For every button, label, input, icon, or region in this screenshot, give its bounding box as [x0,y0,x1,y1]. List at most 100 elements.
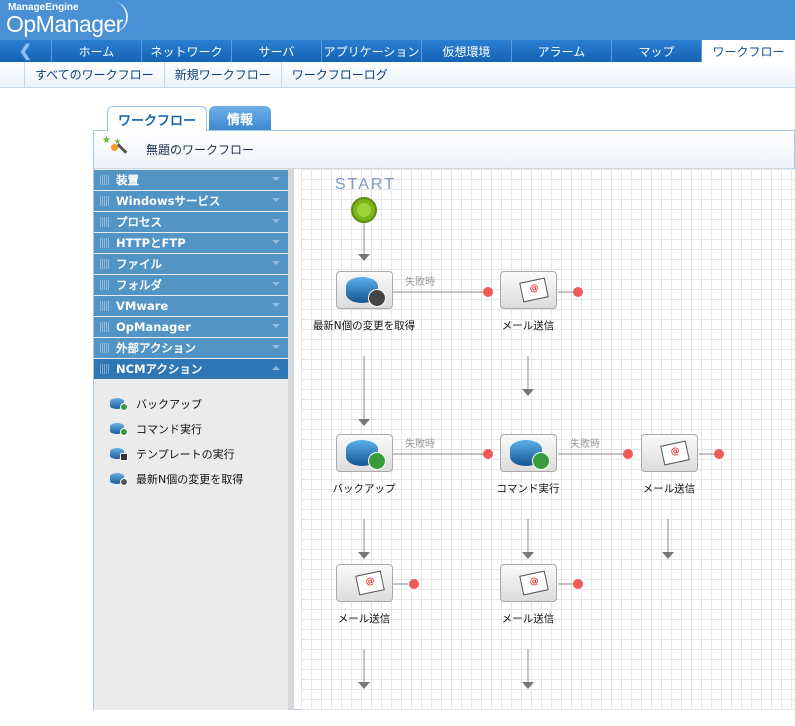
nav-alarms[interactable]: アラーム [512,40,612,62]
grip-icon [100,196,110,206]
sub-nav: すべてのワークフロー 新規ワークフロー ワークフローログ [0,62,795,88]
category-process[interactable]: プロセス [94,212,288,232]
grip-icon [100,259,110,269]
chevron-up-icon [272,366,280,370]
play-icon [532,452,550,470]
node-run-command[interactable] [500,434,557,472]
category-ncm-actions[interactable]: NCMアクション [94,359,288,379]
grip-icon [100,343,110,353]
workflow-title[interactable]: 無題のワークフロー [146,143,255,157]
category-label: OpManager [116,320,191,334]
node-label: メール送信 [337,613,391,625]
node-label: メール送信 [501,320,555,332]
action-label: バックアップ [136,397,202,411]
category-label: 装置 [116,173,139,187]
brand-small: ManageEngine [8,2,79,13]
chevron-down-icon [272,198,280,202]
node-send-mail[interactable] [500,271,557,309]
action-sidebar: 装置 Windowsサービス プロセス HTTPとFTP ファイル フォルダ V… [94,169,294,710]
grip-icon [100,175,110,185]
mail-icon [519,570,549,596]
logo-arc-icon [100,2,128,32]
workflow-canvas[interactable]: START 失敗時 失敗時 失敗時 最新N個の変更を取得 メール送信 バックアッ… [301,169,795,710]
fail-label: 失敗時 [570,439,600,450]
category-external-actions[interactable]: 外部アクション [94,338,288,358]
start-label: START [335,176,396,193]
changes-icon [368,289,386,307]
category-label: VMware [116,299,169,313]
connectors [351,197,724,689]
fail-label: 失敗時 [405,439,435,450]
category-label: ファイル [116,257,162,271]
grip-icon [100,280,110,290]
category-label: 外部アクション [116,341,196,355]
category-http-ftp[interactable]: HTTPとFTP [94,233,288,253]
node-send-mail[interactable] [336,564,393,602]
workflow-panel: ★ ★ 無題のワークフロー 装置 Windowsサービス プロセス HTTPとF… [93,130,795,710]
grip-icon [100,217,110,227]
backup-icon [368,452,386,470]
node-send-mail[interactable] [641,434,698,472]
category-label: プロセス [116,215,162,229]
fail-label: 失敗時 [405,277,435,288]
category-device[interactable]: 装置 [94,170,288,190]
grip-icon [100,238,110,248]
grip-icon [100,364,110,374]
router-template-icon [110,447,128,461]
chevron-down-icon [272,261,280,265]
node-label: 最新N個の変更を取得 [312,320,416,332]
node-get-changes[interactable] [336,271,393,309]
nav-network[interactable]: ネットワーク [142,40,232,62]
router-run-icon [110,422,128,436]
chevron-down-icon [272,177,280,181]
node-label: コマンド実行 [496,483,560,495]
node-label: バックアップ [332,483,396,495]
tab-info[interactable]: 情報 [209,106,271,131]
action-run-command[interactable]: コマンド実行 [94,416,288,441]
action-label: 最新N個の変更を取得 [136,472,244,486]
node-label: メール送信 [642,483,696,495]
subnav-all-workflows[interactable]: すべてのワークフロー [24,62,164,87]
action-backup[interactable]: バックアップ [94,391,288,416]
chevron-down-icon [272,240,280,244]
category-label: NCMアクション [116,362,203,376]
category-windows-services[interactable]: Windowsサービス [94,191,288,211]
app-header: ManageEngine OpManager [0,0,795,40]
category-label: HTTPとFTP [116,236,186,250]
back-button[interactable]: ❮ [0,40,52,62]
nav-maps[interactable]: マップ [612,40,702,62]
nav-servers[interactable]: サーバ [232,40,322,62]
node-label: メール送信 [501,613,555,625]
nav-virtual[interactable]: 仮想環境 [422,40,512,62]
chevron-down-icon [272,282,280,286]
nav-applications[interactable]: アプリケーション [322,40,422,62]
category-file[interactable]: ファイル [94,254,288,274]
category-opmanager[interactable]: OpManager [94,317,288,337]
nav-home[interactable]: ホーム [52,40,142,62]
node-send-mail[interactable] [500,564,557,602]
action-run-template[interactable]: テンプレートの実行 [94,441,288,466]
category-vmware[interactable]: VMware [94,296,288,316]
subnav-new-workflow[interactable]: 新規ワークフロー [163,62,281,87]
action-label: コマンド実行 [136,422,202,436]
category-folder[interactable]: フォルダ [94,275,288,295]
category-label: Windowsサービス [116,194,221,208]
action-get-changes[interactable]: 最新N個の変更を取得 [94,466,288,491]
chevron-down-icon [272,324,280,328]
chevron-down-icon [272,303,280,307]
mail-icon [355,570,385,596]
grip-icon [100,301,110,311]
chevron-down-icon [272,345,280,349]
grip-icon [100,322,110,332]
tab-workflow[interactable]: ワークフロー [107,106,207,131]
node-backup[interactable] [336,434,393,472]
subnav-workflow-log[interactable]: ワークフローログ [280,62,398,87]
router-changes-icon [110,472,128,486]
chevron-down-icon [272,219,280,223]
router-backup-icon [110,397,128,411]
action-label: テンプレートの実行 [136,447,235,461]
category-label: フォルダ [116,278,162,292]
mail-icon [660,440,690,466]
nav-workflow[interactable]: ワークフロー [702,40,795,62]
panel-header: ★ ★ 無題のワークフロー [94,131,794,169]
